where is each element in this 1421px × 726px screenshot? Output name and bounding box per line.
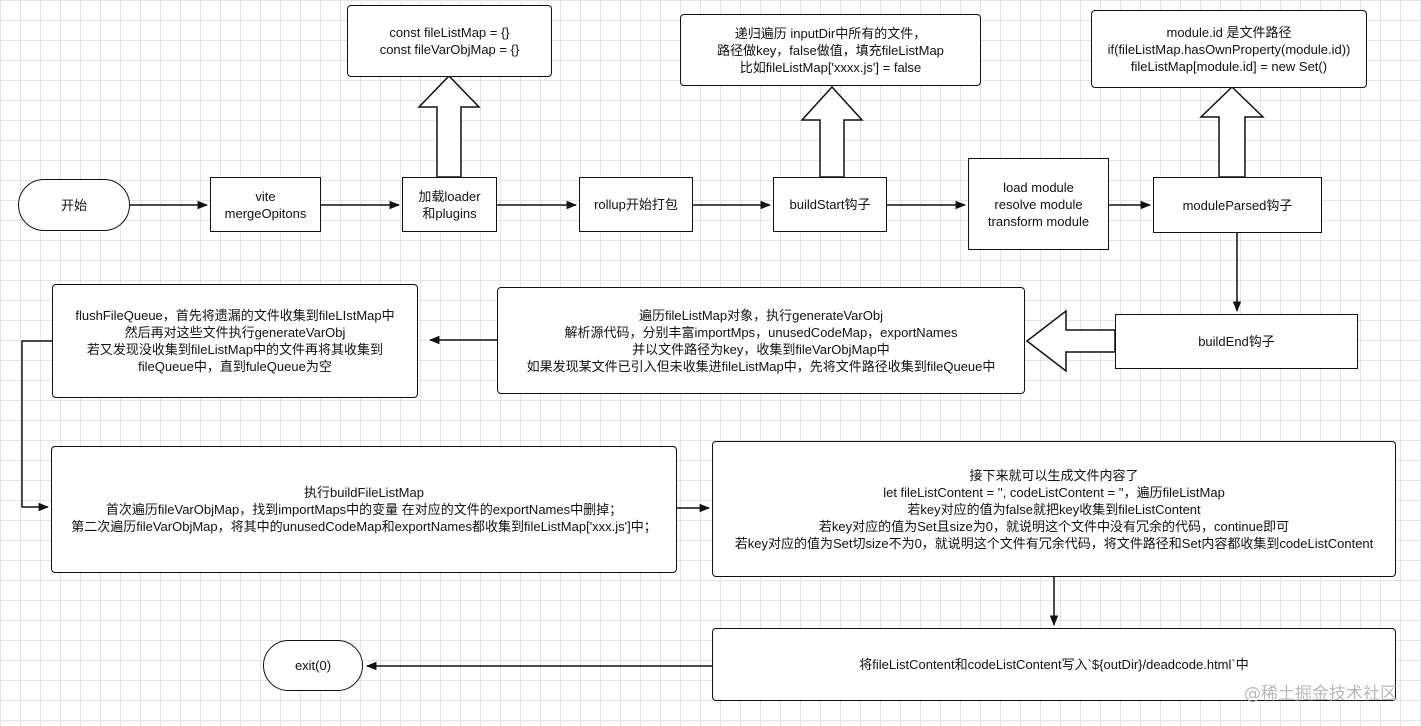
text-line: 执行buildFileListMap	[304, 485, 424, 500]
text-line: vite	[255, 188, 276, 204]
text-line: 接下来就可以生成文件内容了	[969, 467, 1139, 483]
text-line: rollup开始打包	[594, 197, 678, 212]
text-line: 若key对应的值为Set且size为0，就说明这个文件中没有冗余的代码，cont…	[818, 518, 1290, 534]
text-line: flushFileQueue，首先将遗漏的文件收集到fileLIstMap中	[75, 308, 395, 323]
buildend-hook-text: buildEnd钩子	[1198, 333, 1275, 350]
write-deadcode-box: 将fileListContent和codeListContent写入`${out…	[712, 628, 1396, 701]
text-line: load module	[1003, 179, 1074, 195]
exit-terminal-text: exit(0)	[295, 657, 331, 674]
watermark: @稀土掘金技术社区	[1244, 684, 1397, 704]
rollup-bundle-box: rollup开始打包	[579, 177, 693, 232]
moduleparsed-hook-text: moduleParsed钩子	[1183, 197, 1293, 214]
flush-file-queue-box: flushFileQueue，首先将遗漏的文件收集到fileLIstMap中然后…	[52, 284, 418, 398]
build-file-list-map-text: 执行buildFileListMap 首次遍历fileVarObjMap，找到im…	[71, 484, 657, 535]
text-line: 若又发现没收集到fileListMap中的文件再将其收集到	[86, 342, 384, 357]
text-line: buildEnd钩子	[1198, 334, 1275, 349]
text-line: 并以文件路径为key，收集到fileVarObjMap中	[632, 341, 890, 357]
const-maps-note: const fileListMap = {} const fileVarObjMa…	[347, 5, 552, 77]
text-line: 路径做key，false做值，填充fileListMap	[717, 42, 944, 58]
text-line: 然后再对这些文件执行generateVarObj	[124, 325, 346, 340]
block-arrow-up-buildstart	[800, 85, 864, 178]
text-line: 递归遍历 inputDir中所有的文件，	[734, 25, 927, 41]
block-arrow-left-buildend	[1025, 309, 1116, 373]
text-line: mergeOpitons	[224, 205, 307, 221]
text-line: 若key对应的值为false就把key收集到fileListContent	[907, 501, 1201, 517]
const-maps-note-text: const fileListMap = {} const fileVarObjMa…	[380, 24, 520, 58]
text-line: const fileVarObjMap = {}	[379, 42, 520, 57]
text-line: 如果发现某文件已引入但未收集进fileListMap中，先将文件路径收集到fil…	[526, 358, 996, 374]
start-terminal-text: 开始	[61, 197, 87, 214]
text-line: 将fileListContent和codeListContent写入`${out…	[859, 657, 1249, 672]
buildstart-hook-text: buildStart钩子	[790, 196, 871, 213]
text-line: 若key对应的值为Set切size不为0，就说明这个文件有冗余代码，将文件路径和…	[734, 535, 1374, 551]
block-arrow-up-moduleparsed	[1199, 85, 1265, 178]
text-line: if(fileListMap.hasOwnProperty(module.id)…	[1107, 41, 1351, 57]
arrow-flush-to-buildfilelistmap	[21, 340, 52, 512]
text-line: 比如fileListMap['xxxx.js'] = false	[739, 59, 922, 75]
text-line: let fileListContent = '', codeListConten…	[883, 484, 1225, 500]
text-line: resolve module	[994, 196, 1083, 212]
text-line: module.id 是文件路径	[1166, 24, 1292, 40]
traverse-input-dir-note: 递归遍历 inputDir中所有的文件，路径做key，false做值，填充fil…	[680, 14, 981, 86]
text-line: 第二次遍历fileVarObjMap，将其中的unusedCodeMap和exp…	[71, 519, 657, 534]
text-line: 首次遍历fileVarObjMap，找到importMaps中的变量 在对应的文…	[105, 502, 623, 517]
buildend-hook-box: buildEnd钩子	[1115, 314, 1358, 369]
moduleparsed-hook-box: moduleParsed钩子	[1153, 177, 1322, 233]
block-arrow-up-loader	[417, 74, 481, 178]
text-line: moduleParsed钩子	[1182, 197, 1293, 213]
exit-terminal: exit(0)	[263, 640, 363, 691]
text-line: 和plugins	[422, 205, 477, 221]
text-line: transform module	[987, 213, 1090, 229]
write-deadcode-text: 将fileListContent和codeListContent写入`${out…	[859, 656, 1248, 673]
traverse-input-dir-note-text: 递归遍历 inputDir中所有的文件，路径做key，false做值，填充fil…	[717, 25, 944, 76]
build-file-list-map-box: 执行buildFileListMap 首次遍历fileVarObjMap，找到im…	[51, 446, 677, 573]
text-line: 加载loader	[418, 188, 481, 204]
text-line: fileListMap[module.id] = new Set()	[1130, 58, 1328, 74]
text-line: exit(0)	[294, 658, 332, 673]
buildstart-hook-box: buildStart钩子	[773, 177, 887, 232]
rollup-bundle-text: rollup开始打包	[594, 196, 678, 213]
text-line: const fileListMap = {}	[389, 25, 510, 40]
flush-file-queue-text: flushFileQueue，首先将遗漏的文件收集到fileLIstMap中然后…	[75, 307, 394, 375]
text-line: buildStart钩子	[789, 197, 871, 212]
text-line: 解析源代码，分别丰富importMps，unusedCodeMap，export…	[564, 324, 958, 340]
text-line: fileQueue中，直到fuleQueue为空	[138, 359, 332, 374]
text-line: 开始	[60, 197, 87, 213]
start-terminal: 开始	[18, 179, 130, 231]
text-line: 遍历fileListMap对象，执行generateVarObj	[639, 307, 883, 323]
